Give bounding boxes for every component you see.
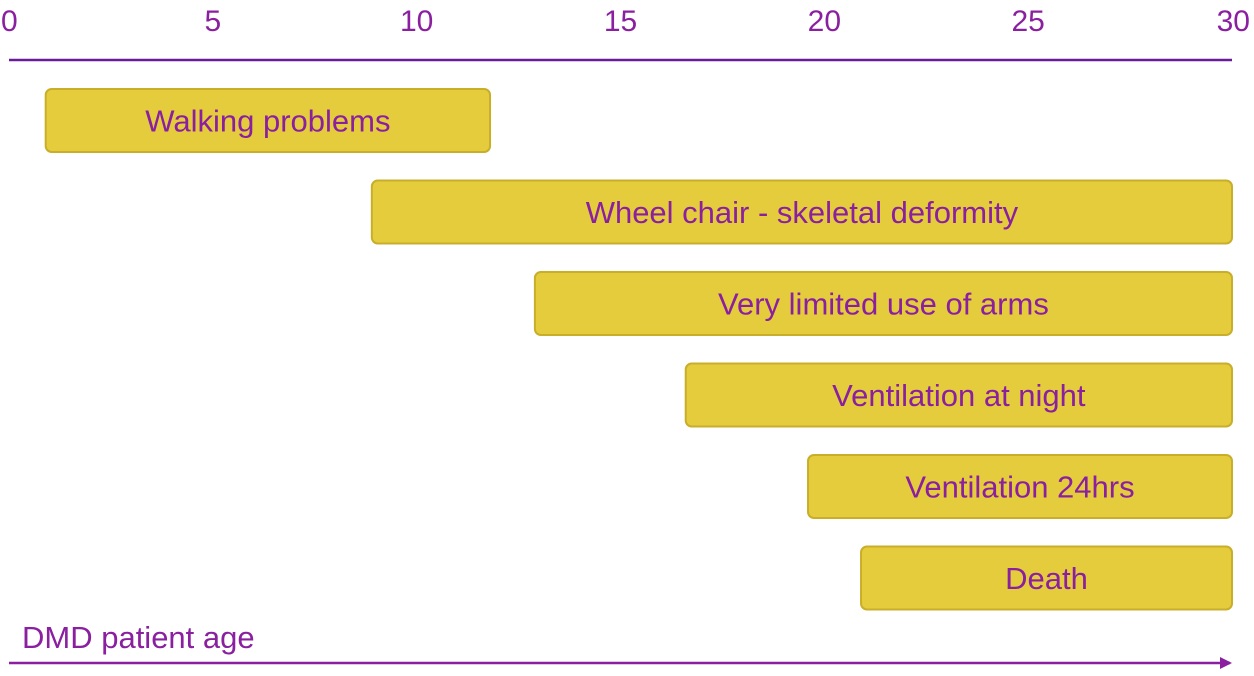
bar-2	[533, 271, 1233, 336]
grid-lines	[7, 60, 1234, 662]
tick-label-30: 30	[1217, 5, 1250, 38]
tick-label-0: 0	[1, 5, 18, 38]
bar-label-5: Death	[1005, 561, 1088, 596]
tick-label-5: 5	[204, 5, 221, 38]
bar-3	[684, 362, 1233, 428]
bar-1	[370, 179, 1234, 245]
bar-label-1: Wheel chair - skeletal deformity	[586, 195, 1019, 230]
top-axis: 0 5 10 15 20 25 30	[1, 5, 1250, 62]
bottom-axis: DMD patient age	[9, 620, 1232, 669]
bar-5	[860, 545, 1233, 611]
bar-label-0: Walking problems	[145, 104, 390, 139]
tick-label-15: 15	[604, 5, 637, 38]
bar-label-2: Very limited use of arms	[718, 287, 1049, 322]
bar-4	[807, 454, 1233, 519]
tick-label-25: 25	[1011, 5, 1044, 38]
tick-label-10: 10	[400, 5, 433, 38]
bar-label-3: Ventilation at night	[832, 378, 1086, 413]
bar-0	[44, 88, 492, 153]
bar-label-4: Ventilation 24hrs	[905, 470, 1134, 505]
x-axis-title: DMD patient age	[22, 620, 255, 655]
tick-label-20: 20	[808, 5, 841, 38]
